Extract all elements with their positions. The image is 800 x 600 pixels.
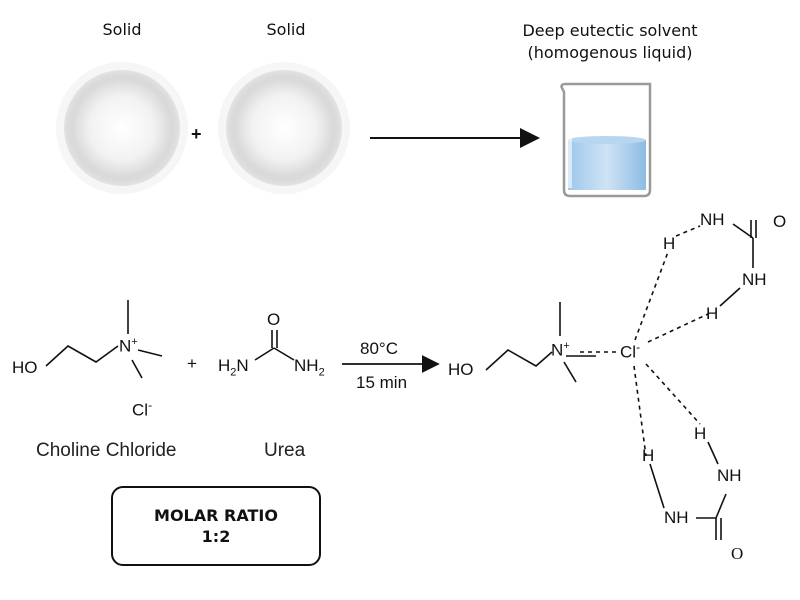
molar-ratio-title: MOLAR RATIO [154, 506, 278, 525]
product-urea-structures [649, 220, 757, 540]
conditions-temperature: 80°C [360, 339, 398, 358]
solids-plus-sign: + [191, 124, 202, 144]
product-label-line2: (homogenous liquid) [527, 43, 693, 62]
product-label: Deep eutectic solvent (homogenous liquid… [490, 20, 730, 64]
urea-structure [254, 330, 295, 361]
solid-label-1: Solid [102, 20, 142, 39]
atom-n-left: N+ [119, 336, 138, 356]
atom-o-top: O [773, 212, 787, 231]
hydrogen-bonds [580, 225, 709, 457]
atom-nh-top: NH [700, 210, 725, 229]
product-label-line1: Deep eutectic solvent [522, 21, 698, 40]
atom-h-d: H [642, 446, 655, 465]
choline-chloride-name: Choline Chloride [36, 440, 177, 461]
atom-nh-bottom1: NH [717, 466, 742, 485]
atom-nh-top2: NH [742, 270, 767, 289]
atom-h-c: H [694, 424, 707, 443]
atom-nh2-urea: NH2 [294, 356, 325, 379]
atom-ho-left: HO [12, 358, 38, 377]
atom-o-bottom: O [731, 544, 744, 563]
solid-powder-1 [56, 62, 188, 194]
atom-nh-bottom2: NH [664, 508, 689, 527]
atom-n-right: N+ [551, 340, 570, 360]
solid-label-2: Solid [266, 20, 306, 39]
product-choline-structure [485, 302, 596, 383]
atom-h-a: H [663, 234, 676, 253]
conditions-time: 15 min [356, 373, 408, 392]
reactants-plus-sign: + [187, 354, 197, 373]
atom-h-b: H [706, 304, 719, 323]
molar-ratio-value: 1:2 [201, 527, 231, 546]
choline-structure [45, 300, 163, 379]
atom-cl-right: Cl- [620, 340, 641, 362]
atom-h2n-urea: H2N [218, 356, 249, 379]
molar-ratio-box: MOLAR RATIO 1:2 [111, 486, 321, 566]
urea-name: Urea [264, 440, 306, 461]
atom-ho-right: HO [448, 360, 474, 379]
beaker-icon [560, 82, 652, 198]
solid-powder-2 [218, 62, 350, 194]
atom-cl-left: Cl- [132, 398, 153, 420]
atom-o-urea: O [267, 310, 281, 329]
